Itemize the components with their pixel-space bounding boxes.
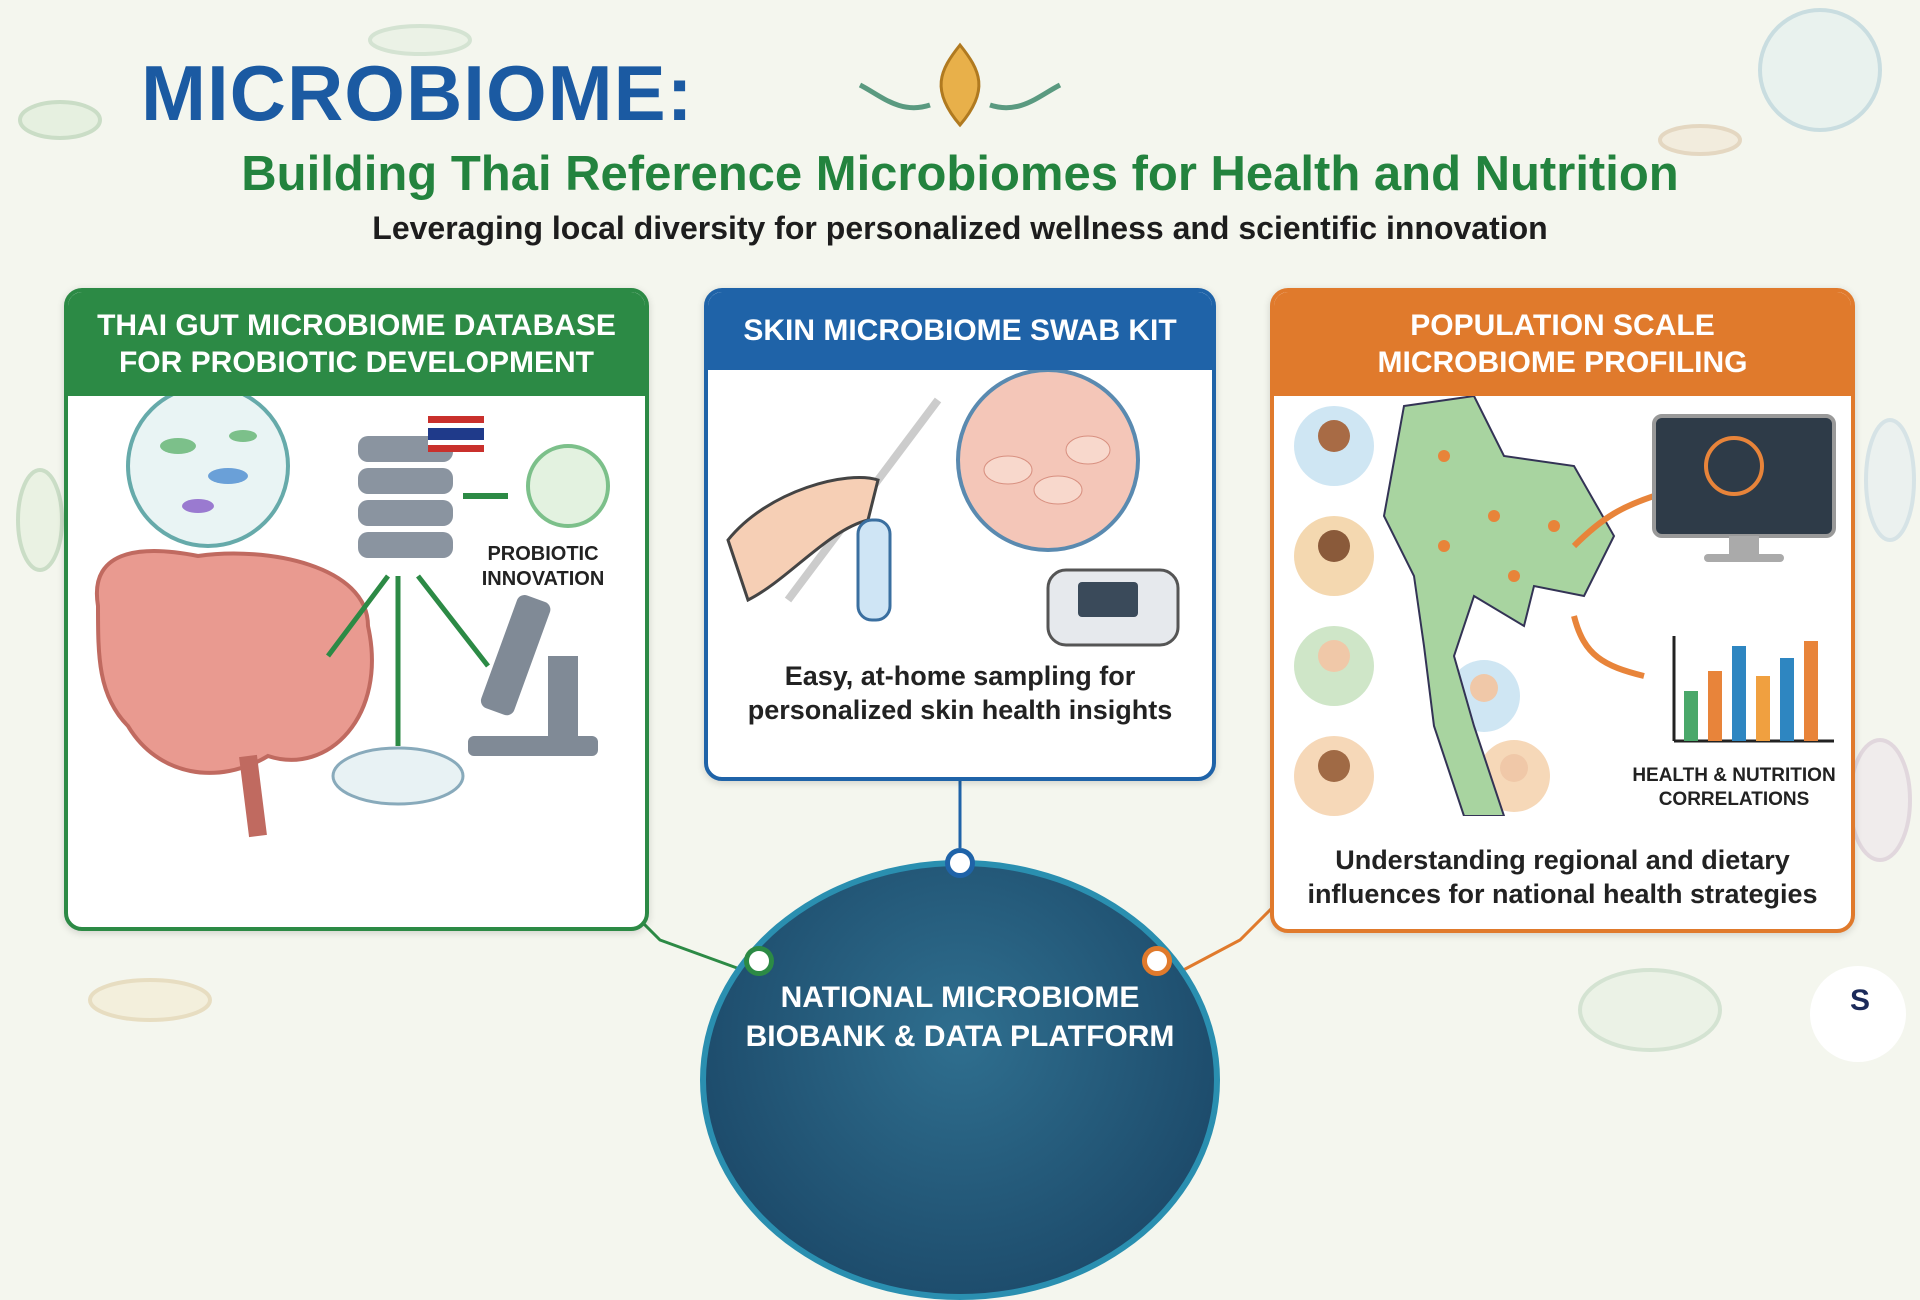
heading-line: POPULATION SCALE — [1410, 308, 1715, 342]
skin-swab-panel: SKIN MICROBIOME SWAB KIT Easy, at-home s… — [704, 288, 1216, 781]
page-subtitle: Building Thai Reference Microbiomes for … — [241, 147, 1679, 201]
probiotic-capsule-icon — [526, 444, 610, 528]
bacteria-magnifier-icon — [126, 384, 290, 548]
database-icon — [358, 436, 453, 558]
panel-heading: SKIN MICROBIOME SWAB KIT — [708, 292, 1212, 370]
person-avatar-icon — [1294, 626, 1374, 706]
profiling-illustration — [1294, 394, 1836, 817]
petri-dish-icon — [331, 746, 465, 806]
hand-icon — [726, 476, 880, 603]
heading-line: MICROBIOME PROFILING — [1377, 346, 1748, 379]
swab-kit-illustration — [726, 368, 1180, 647]
institute-logo: S — [1810, 966, 1906, 1062]
gut-illustration — [94, 384, 610, 838]
logo-mark-icon: S — [1850, 984, 1871, 1017]
sample-tube-icon — [856, 518, 892, 622]
connector-node-blue — [945, 848, 975, 878]
person-avatar-icon — [1294, 406, 1374, 486]
connector-node-green — [744, 946, 774, 976]
connector-node-orange — [1142, 946, 1172, 976]
dashboard-monitor-icon — [1652, 414, 1836, 562]
thai-ornament-icon — [858, 42, 1062, 128]
microscope-icon — [468, 595, 598, 756]
population-profiling-panel: POPULATION SCALE MICROBIOME PROFILING HE… — [1270, 288, 1855, 933]
correlation-bar-chart-icon — [1672, 636, 1834, 743]
panel-heading: POPULATION SCALE MICROBIOME PROFILING — [1274, 292, 1851, 396]
heading-line: FOR PROBIOTIC DEVELOPMENT — [118, 346, 595, 379]
person-avatar-icon — [1294, 736, 1374, 816]
microbe-background — [16, 8, 1916, 1052]
heading-line: THAI GUT MICROBIOME DATABASE — [97, 308, 616, 342]
biobank-hub — [700, 860, 1220, 1300]
panel-heading: THAI GUT MICROBIOME DATABASE FOR PROBIOT… — [68, 292, 645, 396]
person-avatar-icon — [1294, 516, 1374, 596]
page-tagline: Leveraging local diversity for personali… — [372, 210, 1548, 246]
thai-flag-icon — [428, 416, 484, 452]
intestine-icon — [94, 549, 374, 775]
skin-cells-magnifier-icon — [956, 368, 1140, 552]
gut-database-panel: THAI GUT MICROBIOME DATABASE FOR PROBIOT… — [64, 288, 649, 931]
thailand-map-icon — [1382, 394, 1616, 817]
page-title: MICROBIOME: — [141, 49, 694, 137]
